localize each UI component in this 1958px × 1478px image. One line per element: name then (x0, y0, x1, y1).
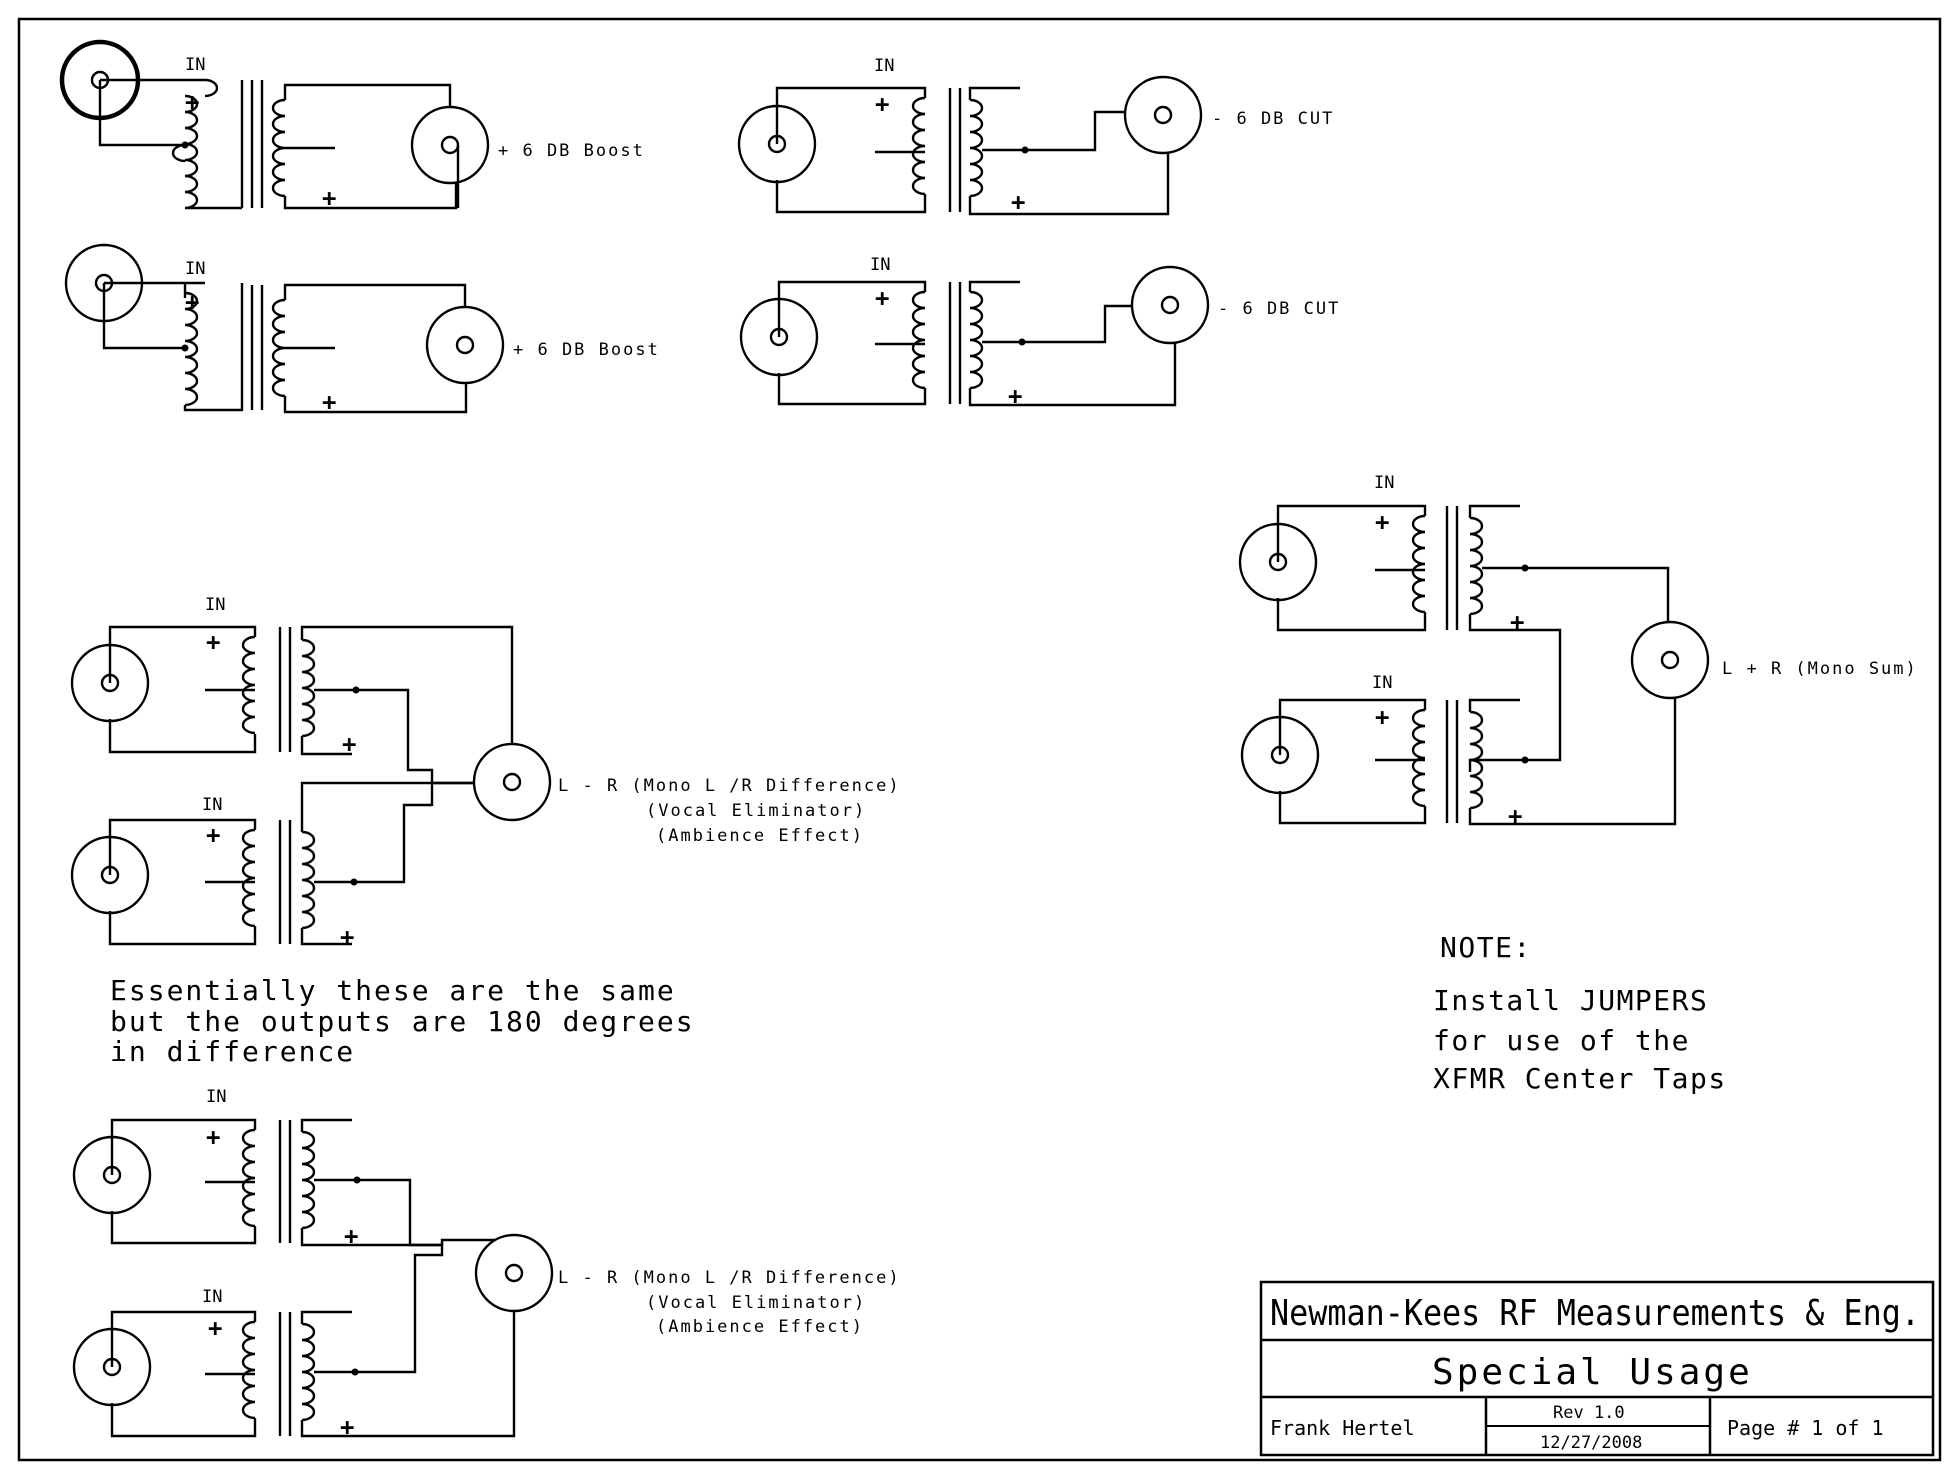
note-line: in difference (110, 1035, 355, 1068)
note-line: for use of the (1433, 1024, 1690, 1057)
in-label: IN (874, 56, 894, 76)
polarity-plus: + (206, 821, 220, 849)
cut-label: - 6 DB CUT (1212, 109, 1334, 129)
polarity-plus: + (875, 284, 889, 312)
ambience-effect-label: (Ambience Effect) (656, 1317, 864, 1337)
polarity-plus: + (322, 388, 336, 416)
essentially-note: Essentially these are the same but the o… (110, 974, 695, 1068)
vocal-eliminator-label: (Vocal Eliminator) (646, 1293, 866, 1313)
jumper-note: NOTE: Install JUMPERS for use of the XFM… (1433, 931, 1727, 1095)
polarity-plus: + (342, 730, 356, 758)
polarity-plus: + (340, 923, 354, 951)
polarity-plus: + (206, 1123, 220, 1151)
in-label: IN (185, 259, 205, 279)
company-name: Newman-Kees RF Measurements & Eng. (1270, 1293, 1920, 1334)
polarity-plus: + (875, 90, 889, 118)
boost-label: + 6 DB Boost (513, 340, 660, 360)
in-label: IN (870, 255, 890, 275)
note-title: NOTE: (1440, 931, 1532, 964)
vocal-eliminator-label: (Vocal Eliminator) (646, 801, 866, 821)
boost-label: + 6 DB Boost (498, 141, 645, 161)
circuit-difference-1: IN + + IN + + L - R (Mono L /R Differenc… (70, 595, 901, 951)
page-number: Page # 1 of 1 (1727, 1416, 1884, 1440)
circuit-cut-1: IN + + - 6 DB CUT (737, 56, 1334, 216)
note-line: Essentially these are the same (110, 974, 676, 1007)
polarity-plus: + (206, 628, 220, 656)
difference-label: L - R (Mono L /R Difference) (558, 1268, 901, 1288)
sum-label: L + R (Mono Sum) (1722, 659, 1918, 679)
polarity-plus: + (185, 288, 199, 316)
author-name: Frank Hertel (1270, 1416, 1415, 1440)
circuit-difference-2: IN + + IN + + L - R (Mono L /R Differenc… (72, 1087, 901, 1441)
in-label: IN (202, 795, 222, 815)
polarity-plus: + (185, 88, 199, 116)
polarity-plus: + (344, 1222, 358, 1250)
polarity-plus: + (1008, 382, 1022, 410)
title-block: Newman-Kees RF Measurements & Eng. Speci… (1259, 1280, 1935, 1457)
polarity-plus: + (1375, 508, 1389, 536)
in-label: IN (206, 1087, 226, 1107)
polarity-plus: + (1011, 188, 1025, 216)
polarity-plus: + (1508, 802, 1522, 830)
in-label: IN (185, 55, 205, 75)
ambience-effect-label: (Ambience Effect) (656, 826, 864, 846)
cut-label: - 6 DB CUT (1218, 299, 1340, 319)
polarity-plus: + (322, 184, 336, 212)
in-label: IN (1372, 673, 1392, 693)
revision: Rev 1.0 (1553, 1403, 1625, 1423)
drawing-title: Special Usage (1432, 1352, 1753, 1393)
sheet-border (17, 17, 1942, 1462)
note-line: Install JUMPERS (1433, 984, 1708, 1017)
note-line: XFMR Center Taps (1433, 1062, 1727, 1095)
circuit-boost-2: IN + + + 6 DB Boost (64, 243, 660, 416)
difference-label: L - R (Mono L /R Difference) (558, 776, 901, 796)
in-label: IN (1374, 473, 1394, 493)
polarity-plus: + (1375, 703, 1389, 731)
circuit-mono-sum: IN + + IN + + L + R (Mono Sum) (1238, 473, 1918, 830)
circuit-cut-2: IN + + - 6 DB CUT (739, 255, 1340, 410)
polarity-plus: + (208, 1314, 222, 1342)
in-label: IN (202, 1287, 222, 1307)
polarity-plus: + (340, 1413, 354, 1441)
in-label: IN (205, 595, 225, 615)
circuit-boost-1: IN + + + 6 DB Boost (59, 39, 645, 212)
note-line: but the outputs are 180 degrees (110, 1005, 695, 1038)
date: 12/27/2008 (1540, 1433, 1642, 1453)
polarity-plus: + (1510, 608, 1524, 636)
